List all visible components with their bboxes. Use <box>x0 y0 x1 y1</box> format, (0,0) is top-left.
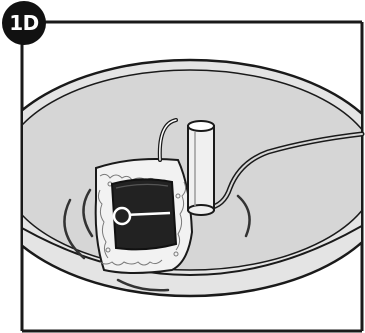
control-box-icon <box>112 179 176 249</box>
step-badge: 1D <box>2 1 46 45</box>
